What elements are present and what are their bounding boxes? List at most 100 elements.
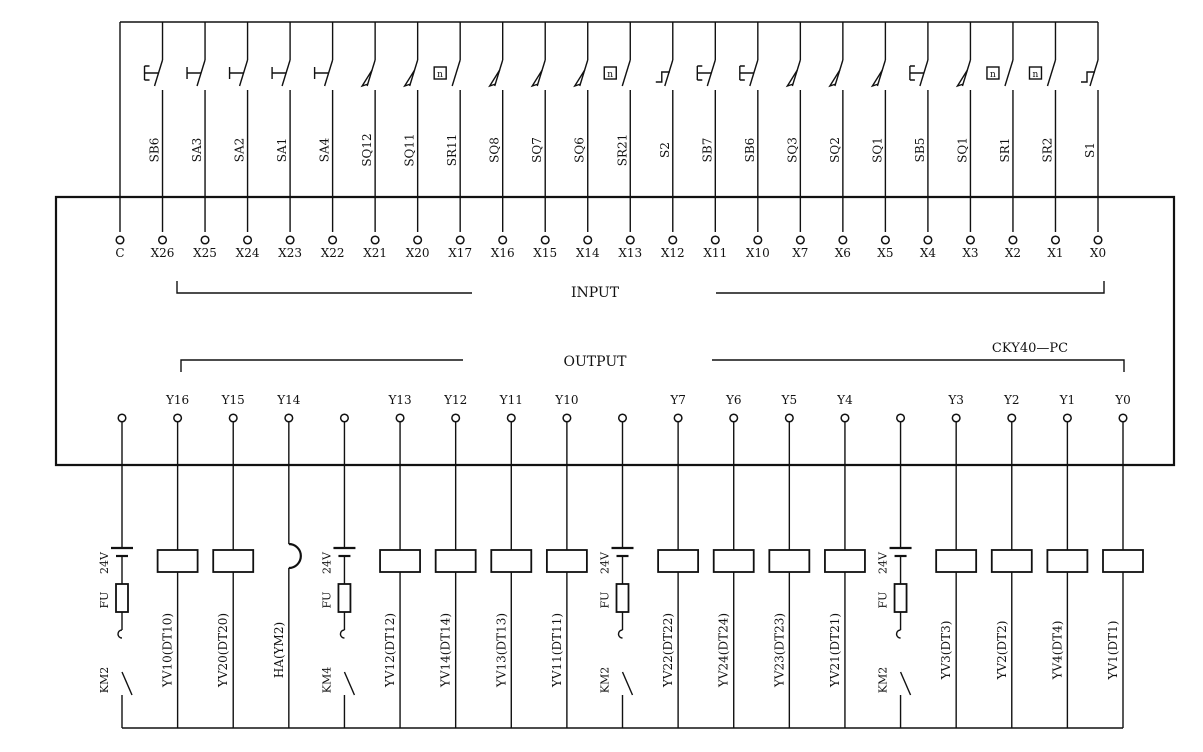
switch-contact-blade	[494, 59, 504, 87]
coil-box	[935, 549, 978, 573]
relay-actuator-box	[986, 66, 1000, 80]
switch-device-label: SQ1	[870, 137, 884, 163]
input-terminal-dot	[413, 235, 423, 245]
output-terminal-label: Y3	[947, 393, 964, 407]
output-terminal-dot	[673, 413, 683, 423]
coil-box	[824, 549, 866, 573]
input-terminal-label: X12	[661, 246, 685, 260]
fuse-box	[115, 583, 129, 613]
input-terminal-label: X21	[363, 246, 387, 260]
km-contact-blade	[899, 671, 912, 696]
supply-voltage-label: 24V	[877, 551, 890, 574]
output-terminal-dot	[228, 413, 238, 423]
coil-box	[1102, 549, 1144, 573]
limit-actuator	[828, 69, 841, 88]
fuse-label: FU	[98, 592, 111, 609]
input-bracket	[176, 281, 1105, 294]
input-terminal-label: X22	[321, 246, 345, 260]
input-terminal-label: X13	[618, 246, 642, 260]
input-terminal-label: X10	[746, 246, 770, 260]
output-section: 24VFUKM2Y16YV10(DT10)Y15YV20(DT20)Y14HA(…	[98, 393, 1144, 729]
km-contact-label: KM2	[599, 667, 612, 693]
output-terminal-dot	[729, 413, 739, 423]
input-terminal-dot	[115, 235, 125, 245]
input-label: INPUT	[571, 285, 620, 301]
km-contact-label: KM2	[98, 667, 111, 693]
contact-hook	[117, 629, 123, 639]
output-terminal-dot	[1062, 413, 1072, 423]
input-section: CSB6X26SA3X25SA2X24SA1X23SA4X22SQ12X21SQ…	[115, 21, 1106, 260]
input-terminal-dot	[583, 235, 593, 245]
input-terminal-label: X24	[236, 246, 260, 260]
input-terminal-dot	[328, 235, 338, 245]
switch-contact-blade	[791, 59, 802, 87]
supply-voltage-label: 24V	[599, 551, 612, 574]
limit-actuator	[573, 69, 586, 88]
km-contact-label: KM2	[877, 667, 890, 693]
output-bracket	[180, 359, 1125, 372]
coil-load-label: YV24(DT24)	[717, 613, 731, 688]
output-terminal-dot	[339, 413, 349, 423]
coil-load-label: YV13(DT13)	[494, 613, 508, 688]
output-terminal-label: Y0	[1114, 393, 1131, 407]
switch-device-label: SQ6	[573, 137, 587, 163]
output-terminal-label: Y1	[1059, 393, 1076, 407]
coil-box	[657, 549, 700, 573]
input-terminal-label: X20	[406, 246, 430, 260]
coil-box	[156, 549, 199, 573]
selector-actuator	[313, 67, 329, 79]
output-label: OUTPUT	[564, 354, 628, 370]
relay-actuator-box	[1028, 66, 1043, 80]
input-terminal-dot	[1050, 235, 1061, 245]
output-terminal-dot	[451, 413, 461, 423]
coil-load-label: YV23(DT23)	[772, 613, 786, 688]
input-terminal-dot	[625, 235, 635, 245]
output-terminal-label: Y2	[1003, 393, 1020, 407]
switch-contact-blade	[961, 59, 972, 87]
fuse-label: FU	[320, 592, 333, 609]
selector-actuator	[228, 67, 244, 79]
coil-box	[212, 549, 255, 573]
switch-device-label: SQ12	[360, 133, 374, 166]
relay-actuator-box	[433, 66, 447, 80]
switch-contact-blade	[834, 59, 844, 87]
output-terminal-label: Y4	[836, 393, 853, 407]
output-terminal-dot	[1118, 413, 1128, 423]
supply-voltage-label: 24V	[320, 551, 333, 574]
horn-symbol	[288, 542, 302, 570]
fuse-box	[337, 583, 352, 613]
output-terminal-dot	[840, 413, 850, 423]
switch-device-label: SA4	[318, 137, 332, 162]
switch-device-label: SQ7	[530, 137, 544, 163]
input-terminal-dot	[540, 235, 550, 245]
output-terminal-label: Y5	[781, 393, 798, 407]
output-terminal-dot	[1007, 413, 1017, 423]
switch-contact-blade	[876, 59, 887, 87]
input-terminal-label: X5	[877, 246, 893, 260]
switch-contact-blade	[579, 59, 589, 87]
input-terminal-label: X15	[533, 246, 557, 260]
output-terminal-dot	[784, 413, 794, 423]
switch-contact-blade	[1004, 59, 1014, 87]
coil-load-label: YV10(DT10)	[161, 613, 175, 688]
coil-load-label: YV2(DT2)	[995, 621, 1009, 681]
contact-hook	[617, 629, 623, 639]
output-terminal-dot	[506, 413, 516, 423]
coil-box	[379, 549, 421, 573]
output-terminal-label: Y7	[669, 393, 686, 407]
input-terminal-dot	[795, 235, 805, 245]
input-channel-c: C	[115, 22, 125, 260]
switch-contact-blade	[536, 59, 546, 87]
input-terminal-dot	[243, 235, 253, 245]
